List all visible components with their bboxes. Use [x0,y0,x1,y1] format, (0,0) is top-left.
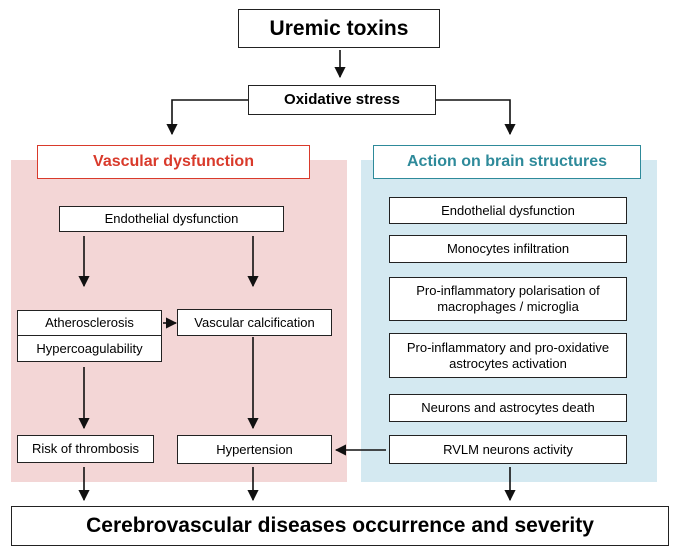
arrow-stress-to-vascular [166,99,248,136]
neurons-death-label: Neurons and astrocytes death [421,400,595,415]
oxidative-stress-box: Oxidative stress [248,85,436,115]
atherosclerosis-label: Atherosclerosis [45,315,134,330]
macrophage-polarisation-label: Pro-inflammatory polarisation of macroph… [416,283,600,314]
vascular-endothelial-label: Endothelial dysfunction [104,211,239,226]
brain-heading: Action on brain structures [373,145,641,179]
rvlm-activity-label: RVLM neurons activity [443,441,573,457]
vascular-calcification-box: Vascular calcification [177,309,332,336]
uremic-toxins-label: Uremic toxins [269,16,409,40]
hypercoagulability-box: Hypercoagulability [17,335,162,362]
macrophage-polarisation-box: Pro-inflammatory polarisation of macroph… [389,277,627,321]
brain-heading-label: Action on brain structures [406,153,608,170]
arrow-stress-to-brain [436,99,516,136]
astrocytes-activation-box: Pro-inflammatory and pro-oxidative astro… [389,333,627,378]
risk-of-thrombosis-label: Risk of thrombosis [32,441,139,456]
hypercoagulability-label: Hypercoagulability [36,340,143,356]
outcome-box: Cerebrovascular diseases occurrence and … [11,506,669,546]
monocytes-infiltration-box: Monocytes infiltration [389,235,627,263]
hypertension-label: Hypertension [216,441,293,457]
monocytes-infiltration-label: Monocytes infiltration [446,241,570,256]
astrocytes-activation-label: Pro-inflammatory and pro-oxidative astro… [406,339,610,371]
hypertension-box: Hypertension [177,435,332,464]
rvlm-activity-box: RVLM neurons activity [389,435,627,464]
uremic-toxins-box: Uremic toxins [238,9,440,48]
vascular-heading-label: Vascular dysfunction [93,153,254,170]
brain-endothelial-box: Endothelial dysfunction [389,197,627,224]
brain-endothelial-label: Endothelial dysfunction [441,202,575,218]
vascular-heading: Vascular dysfunction [37,145,310,179]
neurons-death-box: Neurons and astrocytes death [389,394,627,422]
vascular-endothelial-box: Endothelial dysfunction [59,206,284,232]
vascular-calcification-label: Vascular calcification [194,314,315,330]
oxidative-stress-label: Oxidative stress [284,91,400,108]
outcome-label: Cerebrovascular diseases occurrence and … [86,514,594,537]
risk-of-thrombosis-box: Risk of thrombosis [17,435,154,463]
atherosclerosis-box: Atherosclerosis [17,310,162,336]
